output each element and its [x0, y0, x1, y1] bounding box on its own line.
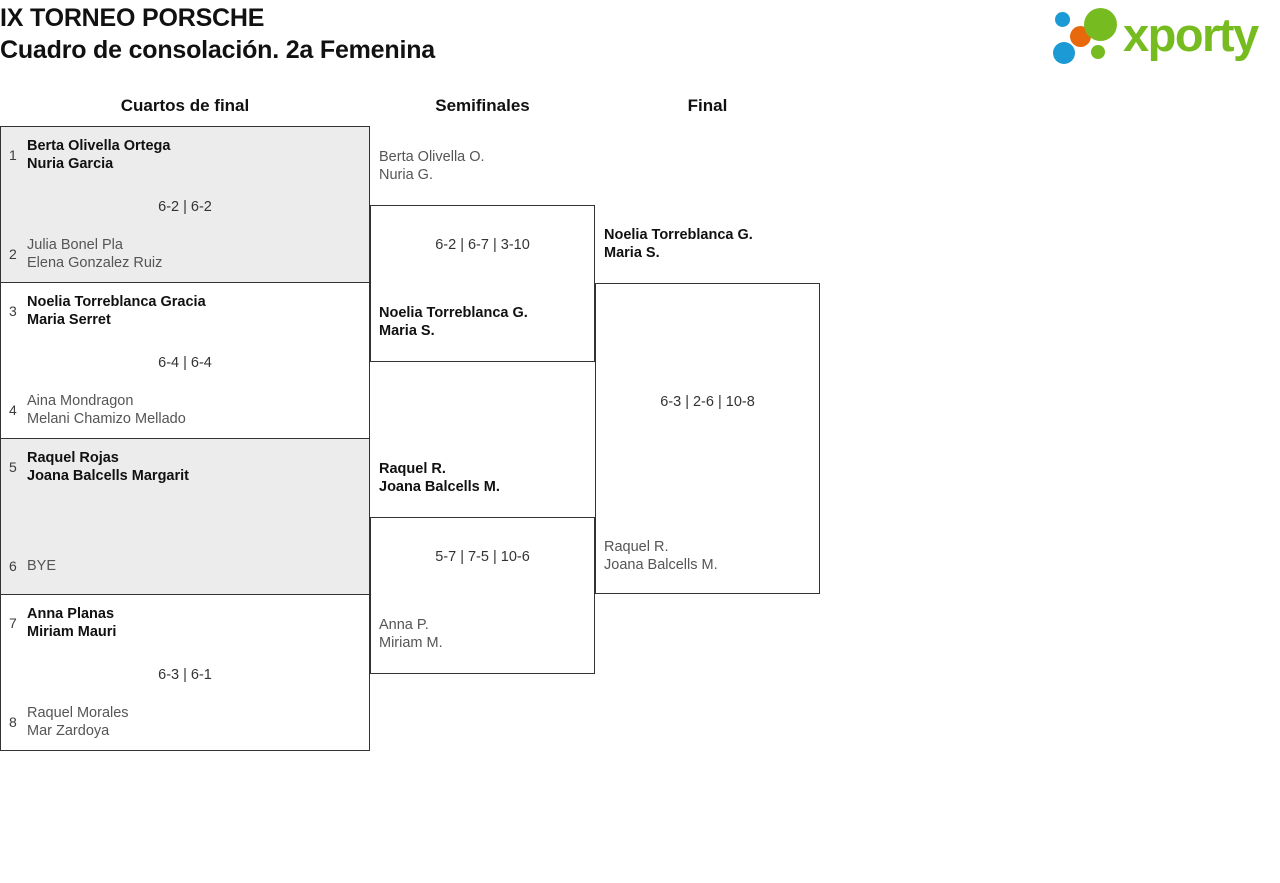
player-name: Mar Zardoya: [27, 723, 110, 739]
player-name: Noelia Torreblanca Gracia: [27, 294, 206, 310]
logo-dot-blue-top: [1055, 12, 1070, 27]
logo-wordmark: xporty: [1123, 8, 1259, 61]
match-competitor-top[interactable]: 1 Berta Olivella Ortega Nuria Garcia: [1, 137, 369, 173]
bracket-subtitle: Cuadro de consolación. 2a Femenina: [0, 36, 435, 64]
match-quarterfinal-4[interactable]: 7 Anna Planas Miriam Mauri 6-3 | 6-1 8 R…: [0, 594, 370, 751]
match-competitor-top[interactable]: Raquel R. Joana Balcells M.: [371, 460, 594, 496]
player-name: Raquel R.: [379, 461, 446, 477]
player-name: BYE: [27, 558, 57, 574]
player-name: Anna P.: [379, 617, 429, 633]
match-competitor-bottom[interactable]: Raquel R. Joana Balcells M.: [596, 538, 819, 574]
match-score: 5-7 | 7-5 | 10-6: [435, 549, 530, 565]
player-name: Anna Planas: [27, 606, 115, 622]
player-name: Elena Gonzalez Ruiz: [27, 255, 163, 271]
player-name: Berta Olivella O.: [379, 149, 485, 165]
player-names: Aina Mondragon Melani Chamizo Mellado: [27, 392, 186, 428]
match-score: 6-3 | 6-1: [158, 667, 212, 683]
player-name: Noelia Torreblanca G.: [379, 305, 528, 321]
logo-dot-green-large: [1084, 8, 1117, 41]
player-name: Maria S.: [604, 245, 660, 261]
player-names: Anna Planas Miriam Mauri: [27, 605, 116, 641]
logo-dot-blue-bottom: [1053, 42, 1075, 64]
player-names: Raquel R. Joana Balcells M.: [604, 538, 718, 574]
match-competitor-bottom[interactable]: 4 Aina Mondragon Melani Chamizo Mellado: [1, 392, 369, 428]
player-names: BYE: [27, 557, 56, 575]
seed-number: 1: [9, 147, 17, 163]
match-quarterfinal-2[interactable]: 3 Noelia Torreblanca Gracia Maria Serret…: [0, 282, 370, 439]
seed-number: 5: [9, 459, 17, 475]
match-score: 6-2 | 6-7 | 3-10: [435, 237, 530, 253]
player-name: Nuria Garcia: [27, 156, 114, 172]
player-names: Julia Bonel Pla Elena Gonzalez Ruiz: [27, 236, 162, 272]
player-name: Aina Mondragon: [27, 393, 134, 409]
logo-dot-green-small: [1091, 45, 1105, 59]
match-quarterfinal-1[interactable]: 1 Berta Olivella Ortega Nuria Garcia 6-2…: [0, 126, 370, 283]
title-block: IX TORNEO PORSCHE Cuadro de consolación.…: [0, 2, 435, 66]
round-header-quarterfinals: Cuartos de final: [120, 96, 250, 115]
tournament-title: IX TORNEO PORSCHE: [0, 4, 265, 32]
player-name: Maria Serret: [27, 312, 111, 328]
player-names: Raquel Morales Mar Zardoya: [27, 704, 129, 740]
match-score: 6-4 | 6-4: [158, 355, 212, 371]
player-name: Maria S.: [379, 323, 435, 339]
match-semifinal-1[interactable]: Berta Olivella O. Nuria G. 6-2 | 6-7 | 3…: [370, 149, 595, 362]
match-competitor-top[interactable]: Berta Olivella O. Nuria G.: [371, 148, 594, 184]
player-name: Noelia Torreblanca G.: [604, 227, 753, 243]
player-name: Julia Bonel Pla: [27, 237, 123, 253]
player-name: Raquel R.: [604, 539, 669, 555]
page-header: IX TORNEO PORSCHE Cuadro de consolación.…: [0, 0, 1280, 86]
seed-number: 4: [9, 402, 17, 418]
match-competitor-bottom[interactable]: 8 Raquel Morales Mar Zardoya: [1, 704, 369, 740]
match-quarterfinal-3[interactable]: 5 Raquel Rojas Joana Balcells Margarit 6…: [0, 438, 370, 595]
player-name: Joana Balcells M.: [379, 479, 500, 495]
player-names: Noelia Torreblanca G. Maria S.: [604, 226, 753, 262]
player-names: Noelia Torreblanca Gracia Maria Serret: [27, 293, 206, 329]
player-name: Raquel Morales: [27, 705, 129, 721]
player-names: Anna P. Miriam M.: [379, 616, 443, 652]
player-name: Miriam Mauri: [27, 624, 117, 640]
seed-number: 8: [9, 714, 17, 730]
player-names: Berta Olivella O. Nuria G.: [379, 148, 485, 184]
xporty-logo[interactable]: xporty: [1051, 4, 1276, 68]
seed-number: 7: [9, 615, 17, 631]
player-name: Raquel Rojas: [27, 450, 119, 466]
round-header-semifinals: Semifinales: [435, 96, 530, 115]
player-names: Raquel Rojas Joana Balcells Margarit: [27, 449, 189, 485]
round-header-final: Final: [687, 96, 728, 115]
match-competitor-bottom[interactable]: Noelia Torreblanca G. Maria S.: [371, 304, 594, 340]
player-name: Joana Balcells Margarit: [27, 468, 189, 484]
match-semifinal-2[interactable]: Raquel R. Joana Balcells M. 5-7 | 7-5 | …: [370, 461, 595, 674]
player-name: Miriam M.: [379, 635, 443, 651]
player-name: Melani Chamizo Mellado: [27, 411, 186, 427]
match-competitor-top[interactable]: 5 Raquel Rojas Joana Balcells Margarit: [1, 449, 369, 485]
match-competitor-bottom[interactable]: 6 BYE: [1, 557, 369, 575]
seed-number: 3: [9, 303, 17, 319]
match-score: 6-3 | 2-6 | 10-8: [660, 394, 755, 410]
player-name: Nuria G.: [379, 167, 433, 183]
player-name: Joana Balcells M.: [604, 557, 718, 573]
player-names: Raquel R. Joana Balcells M.: [379, 460, 500, 496]
match-score: 6-2 | 6-2: [158, 199, 212, 215]
match-competitor-top[interactable]: 3 Noelia Torreblanca Gracia Maria Serret: [1, 293, 369, 329]
match-competitor-bottom[interactable]: 2 Julia Bonel Pla Elena Gonzalez Ruiz: [1, 236, 369, 272]
match-final[interactable]: Noelia Torreblanca G. Maria S. 6-3 | 2-6…: [595, 227, 820, 594]
match-competitor-bottom[interactable]: Anna P. Miriam M.: [371, 616, 594, 652]
player-names: Noelia Torreblanca G. Maria S.: [379, 304, 528, 340]
seed-number: 2: [9, 246, 17, 262]
match-competitor-top[interactable]: Noelia Torreblanca G. Maria S.: [596, 226, 819, 262]
match-competitor-top[interactable]: 7 Anna Planas Miriam Mauri: [1, 605, 369, 641]
player-names: Berta Olivella Ortega Nuria Garcia: [27, 137, 170, 173]
seed-number: 6: [9, 558, 17, 574]
player-name: Berta Olivella Ortega: [27, 138, 171, 154]
